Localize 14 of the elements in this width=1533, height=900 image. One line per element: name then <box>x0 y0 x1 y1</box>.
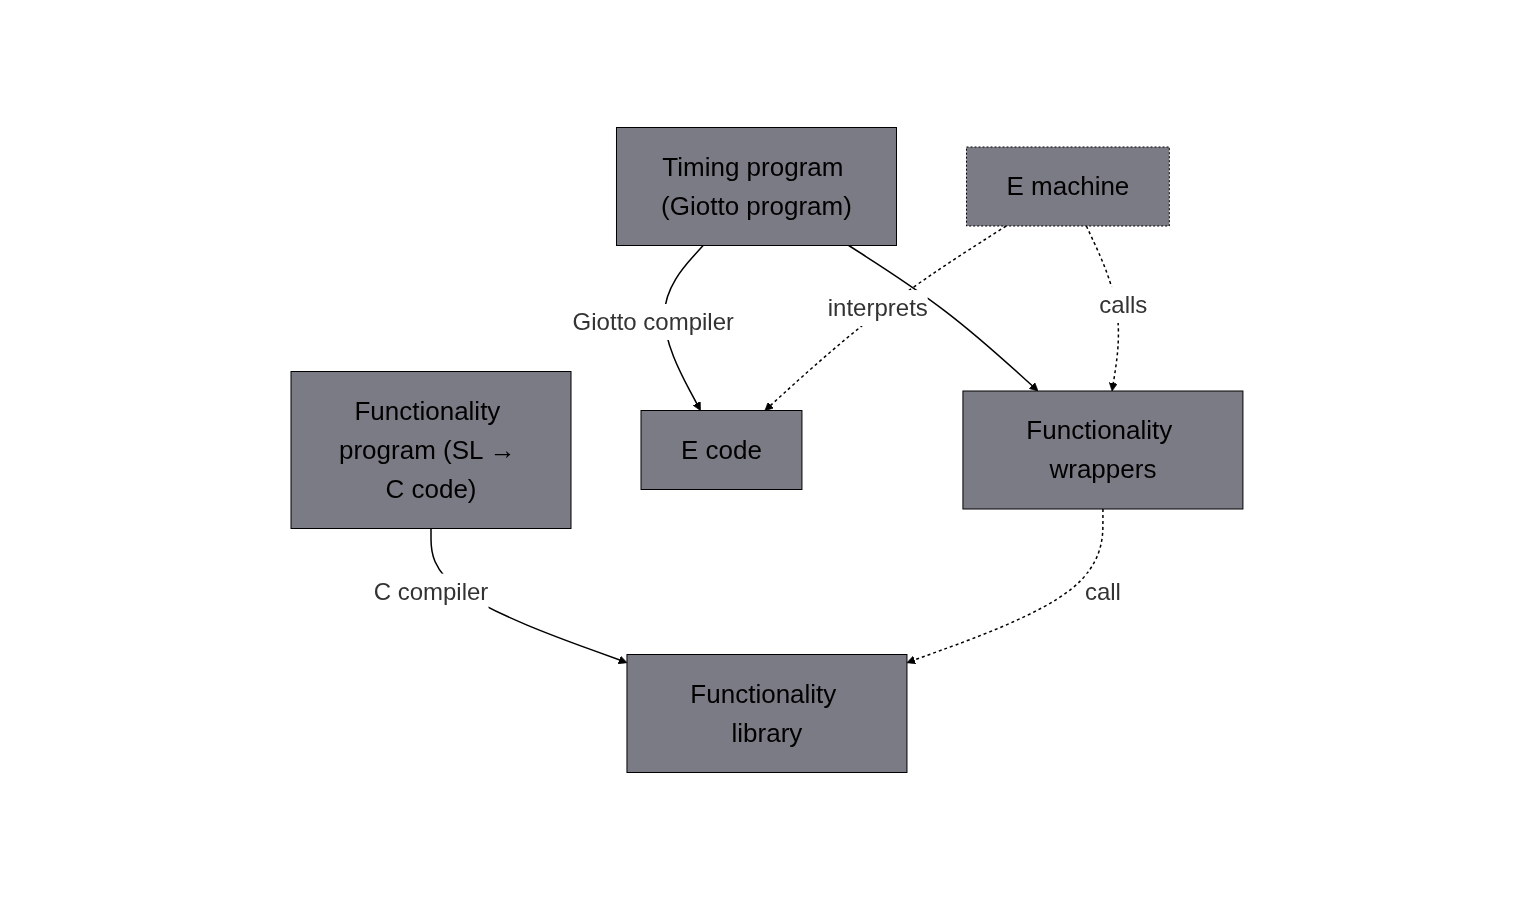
node-box: Functionality wrappers <box>961 390 1243 510</box>
node-box: E code <box>640 410 802 490</box>
node-box: Functionality program (SL → C code) <box>290 371 572 529</box>
node-box: Functionality library <box>626 654 907 773</box>
arrow <box>764 225 1007 411</box>
arrow <box>847 244 1038 392</box>
node-box: Timing program (Giotto program) <box>615 127 897 246</box>
node-box: E machine <box>965 146 1170 227</box>
edge-label: calls <box>1098 291 1147 319</box>
edge-label: call <box>1084 577 1121 605</box>
arrow <box>906 508 1104 665</box>
edge-label: interprets <box>827 294 928 322</box>
edge-label: Giotto compiler <box>572 308 734 336</box>
edge-label: C compiler <box>373 577 488 605</box>
